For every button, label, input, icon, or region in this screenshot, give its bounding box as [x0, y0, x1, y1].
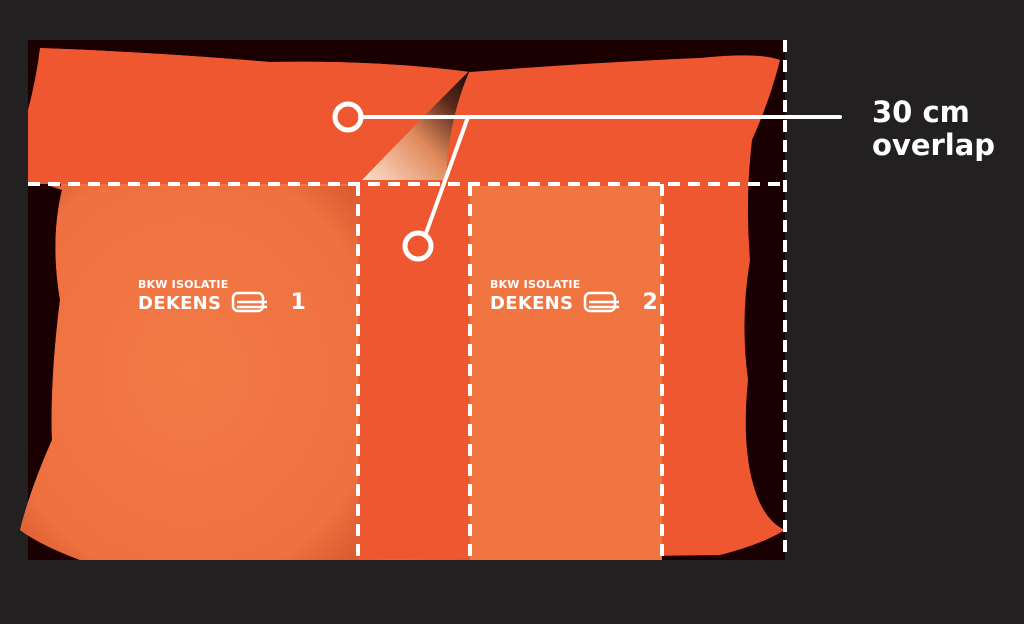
callout-line-diagonal: [423, 115, 470, 238]
blanket-number: 2: [642, 289, 658, 315]
callout-marker-icon: [332, 101, 364, 133]
overlap-callout: 30 cm overlap: [872, 96, 995, 162]
brand-label-1: BKW ISOLATIE DEKENS 1: [138, 279, 306, 317]
guide-lines: [28, 40, 787, 560]
brand-top-text: BKW ISOLATIE: [138, 278, 229, 291]
blanket-1-top-band: [28, 48, 470, 184]
brand-label-2: BKW ISOLATIE DEKENS 2: [490, 279, 658, 317]
bed-icon: [231, 290, 271, 317]
bed-icon: [583, 290, 623, 317]
callout-label: overlap: [872, 128, 996, 162]
callout-lines: [358, 115, 842, 238]
brand-top-text: BKW ISOLATIE: [490, 278, 581, 291]
blanket-number: 1: [290, 289, 306, 315]
blanket-2-light-strip: [470, 186, 662, 560]
callout-marker-icon: [402, 230, 434, 262]
callout-measure: 30 cm: [872, 95, 970, 129]
brand-main-text: DEKENS: [138, 292, 222, 314]
blanket-1-light-area: [20, 186, 358, 560]
fold-corner-icon: [362, 70, 470, 180]
brand-main-text: DEKENS: [490, 292, 574, 314]
